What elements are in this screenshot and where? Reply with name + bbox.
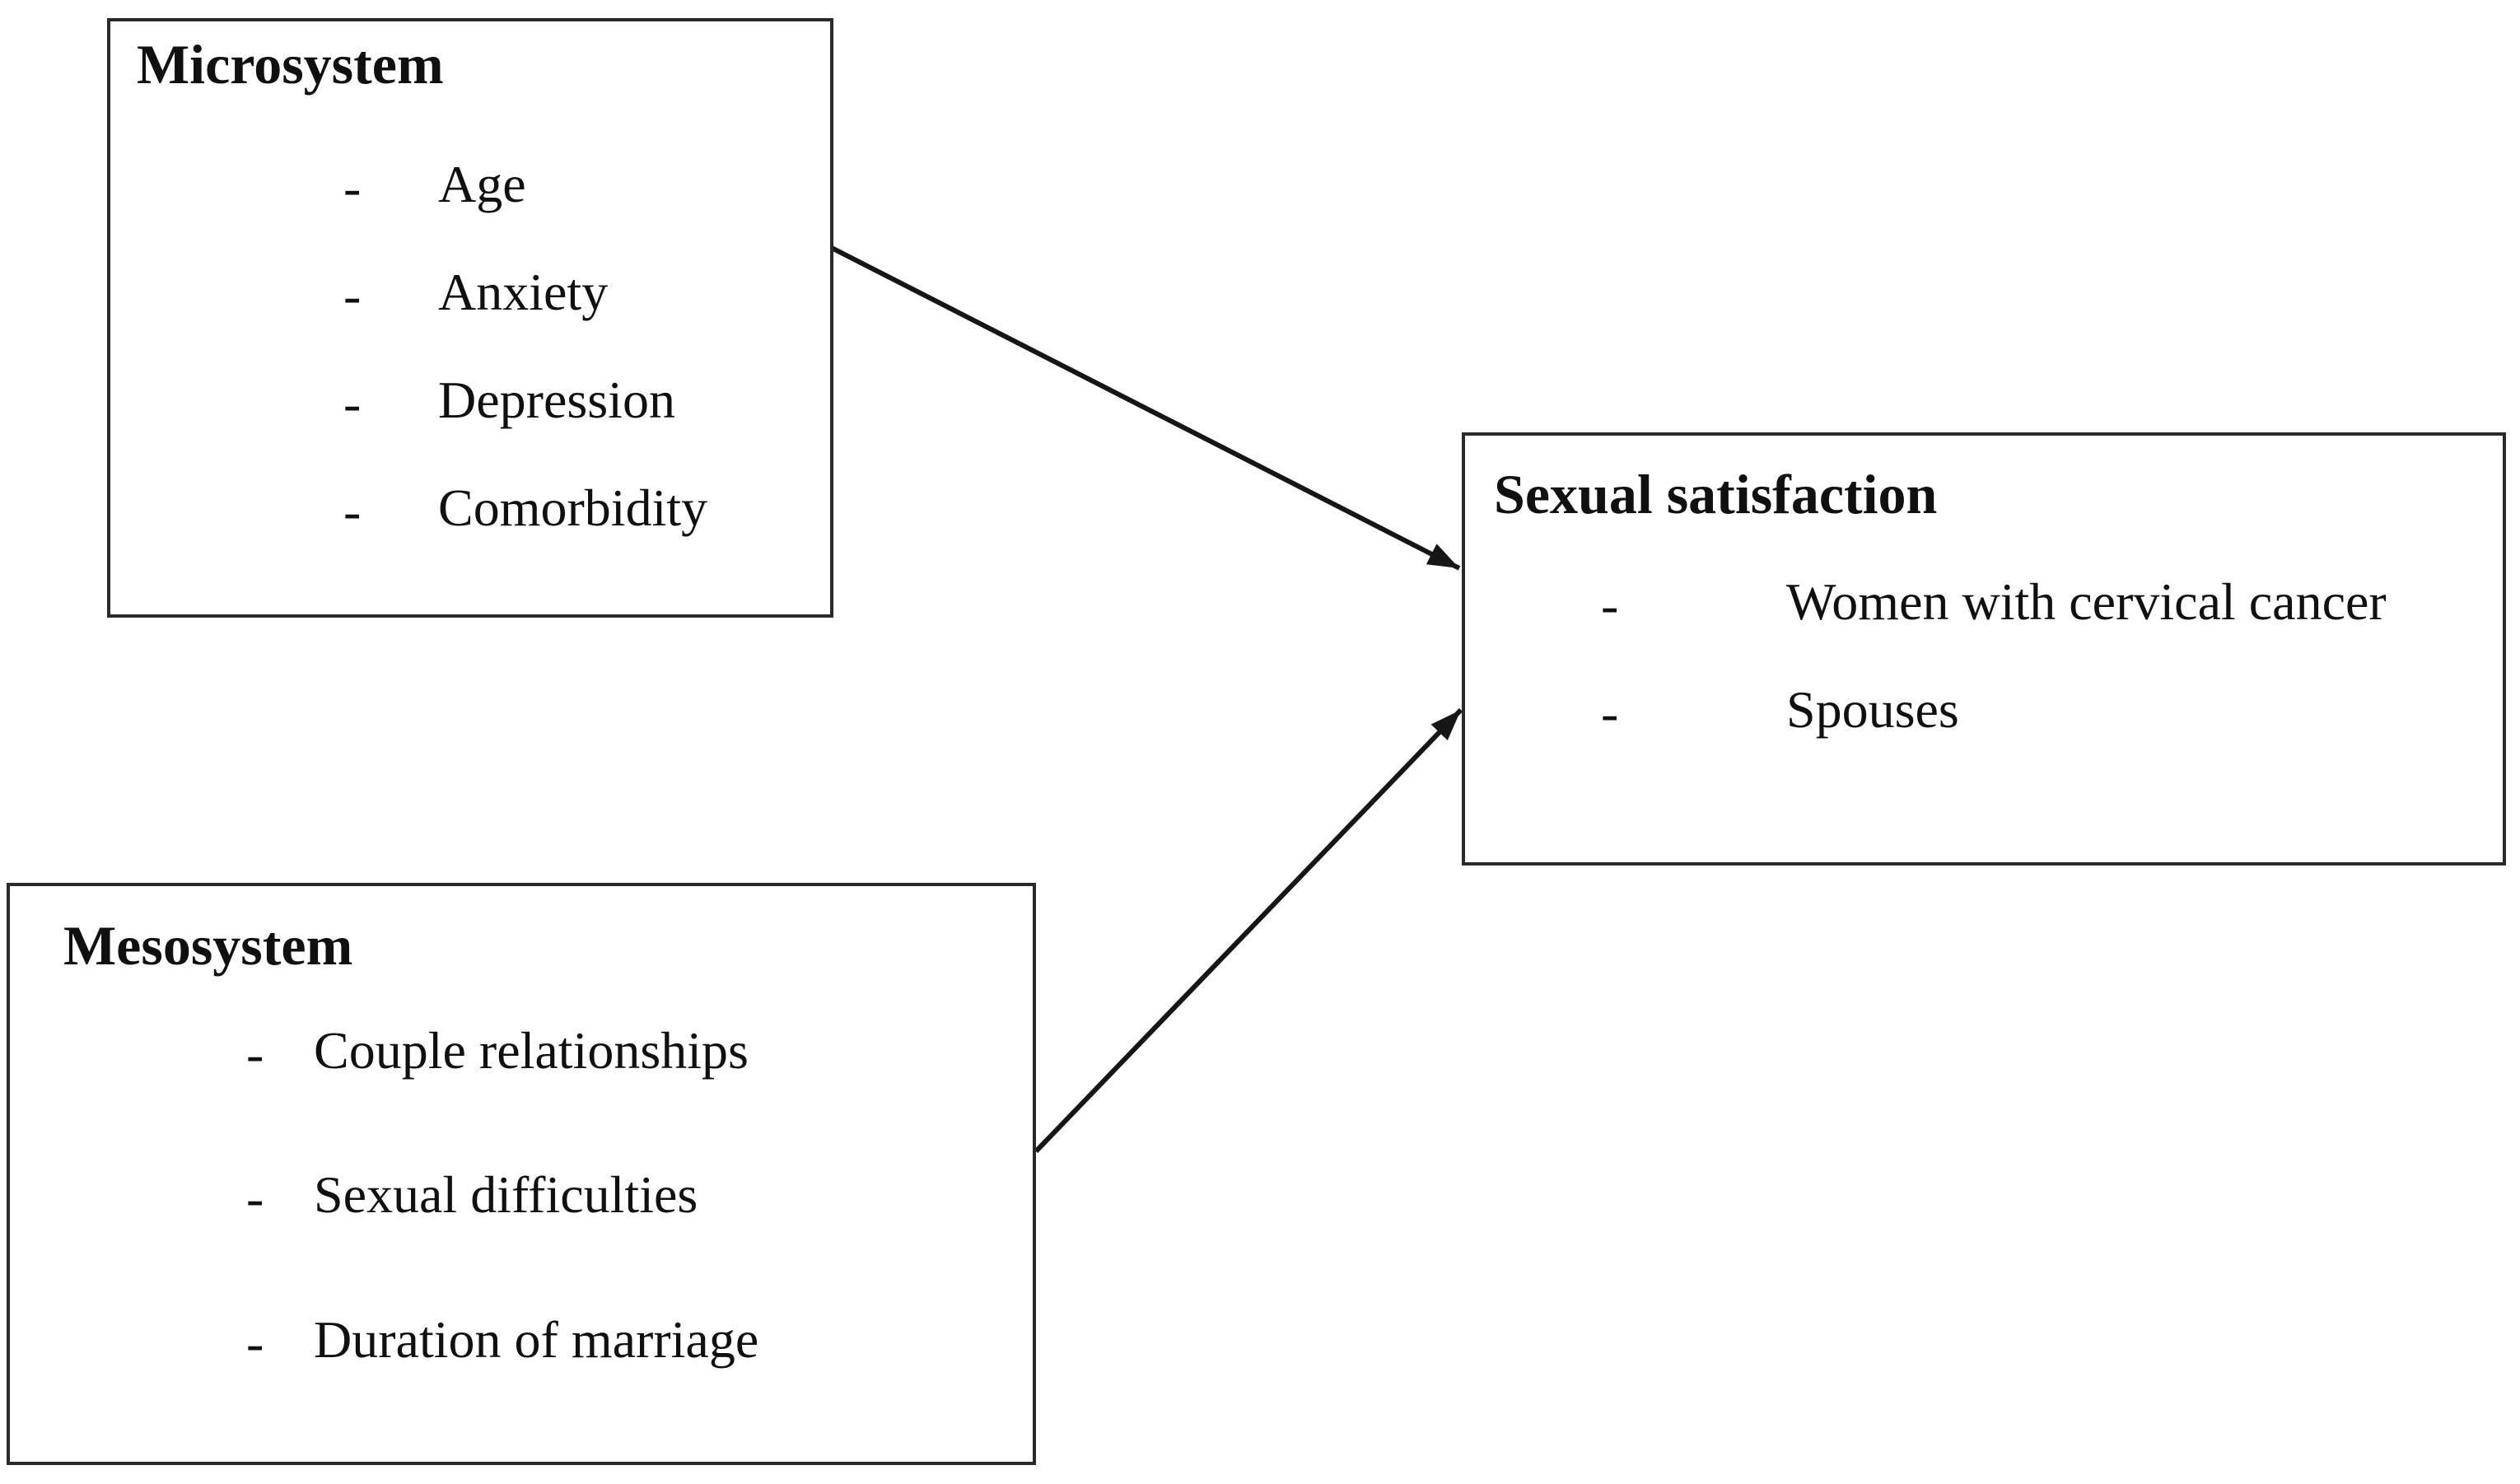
bullet-dash: - bbox=[343, 374, 362, 432]
bullet-dash: - bbox=[1601, 684, 1619, 742]
mesosystem-box: Mesosystem - Couple relationships - Sexu… bbox=[7, 883, 1036, 1465]
bullet-dash: - bbox=[246, 1169, 264, 1227]
bullet-dash: - bbox=[1601, 576, 1619, 634]
bullet-dash: - bbox=[343, 158, 362, 217]
bullet-dash: - bbox=[343, 266, 362, 324]
mesosystem-title: Mesosystem bbox=[63, 914, 353, 977]
microsystem-item-anxiety: Anxiety bbox=[438, 263, 609, 321]
microsystem-box: Microsystem - Age - Anxiety - Depression… bbox=[107, 18, 833, 618]
arrow-microsystem-to-sexual-satisfaction bbox=[828, 245, 1461, 571]
microsystem-item-comorbidity: Comorbidity bbox=[438, 478, 708, 537]
mesosystem-item-couple-relationships: Couple relationships bbox=[314, 1021, 749, 1080]
microsystem-item-age: Age bbox=[438, 155, 526, 213]
sexual-satisfaction-box: Sexual satisfaction - Women with cervica… bbox=[1462, 432, 2506, 866]
bullet-dash: - bbox=[246, 1024, 264, 1083]
microsystem-item-depression: Depression bbox=[438, 371, 675, 429]
mesosystem-item-duration-of-marriage: Duration of marriage bbox=[314, 1310, 759, 1369]
sexual-satisfaction-item-spouses: Spouses bbox=[1786, 680, 1959, 739]
sexual-satisfaction-title: Sexual satisfaction bbox=[1494, 463, 1938, 525]
arrow-mesosystem-to-sexual-satisfaction bbox=[1034, 707, 1463, 1154]
bullet-dash: - bbox=[343, 482, 362, 540]
sexual-satisfaction-item-women-with-cervical-cancer: Women with cervical cancer bbox=[1786, 572, 2387, 631]
mesosystem-item-sexual-difficulties: Sexual difficulties bbox=[314, 1165, 698, 1224]
bullet-dash: - bbox=[246, 1314, 264, 1372]
microsystem-title: Microsystem bbox=[137, 33, 444, 96]
